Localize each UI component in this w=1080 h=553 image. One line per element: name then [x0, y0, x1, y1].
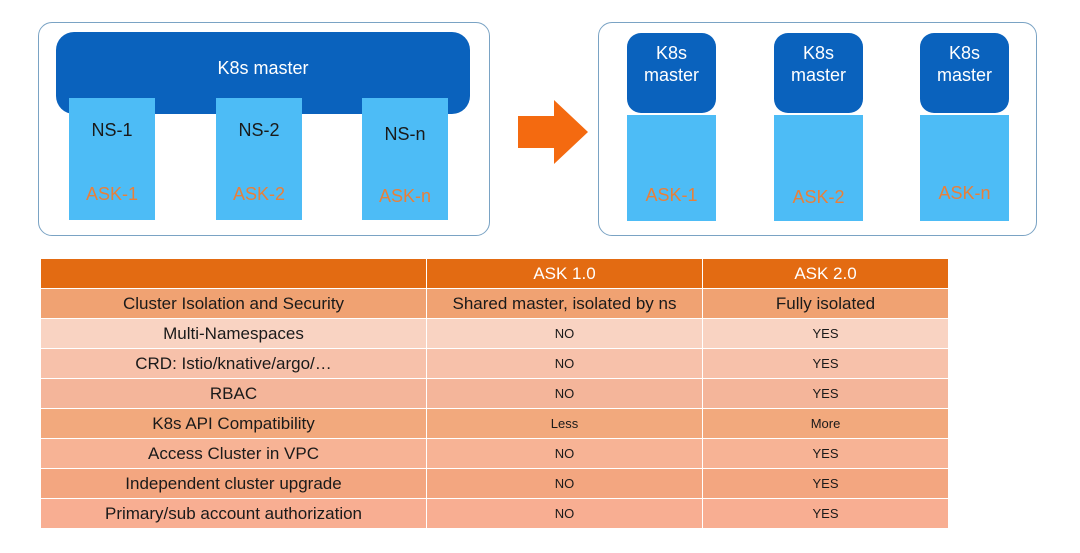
feature-cell: CRD: Istio/knative/argo/…: [40, 348, 427, 379]
master-label-line1: K8s: [655, 43, 688, 63]
ask-label: ASK-2: [792, 187, 845, 207]
namespace-label: NS-2: [238, 120, 280, 140]
table-row: Cluster Isolation and Security Shared ma…: [40, 288, 949, 319]
ask1-cell: NO: [426, 438, 703, 469]
ask2-cell: YES: [702, 438, 949, 469]
feature-cell: Cluster Isolation and Security: [40, 288, 427, 319]
ask1-cell: NO: [426, 378, 703, 409]
ask-label: ASK-2: [232, 184, 286, 204]
ask2-cell: More: [702, 408, 949, 439]
ask1-cell: NO: [426, 348, 703, 379]
ask1-cell: NO: [426, 318, 703, 349]
table-row: Access Cluster in VPC NO YES: [40, 438, 949, 469]
header-cell-feature: [40, 258, 427, 289]
table-row: CRD: Istio/knative/argo/… NO YES: [40, 348, 949, 379]
shared-master-label: K8s master: [217, 57, 309, 78]
k8s-master-box-1: K8s master: [627, 33, 716, 113]
ask-cluster-box-2: ASK-2: [774, 115, 863, 221]
k8s-master-box-3: K8s master: [920, 33, 1009, 113]
ask2-cell: YES: [702, 378, 949, 409]
ask-cluster-box-n: ASK-n: [920, 115, 1009, 221]
k8s-master-box-2: K8s master: [774, 33, 863, 113]
master-label-line2: master: [643, 65, 699, 85]
table-row: Independent cluster upgrade NO YES: [40, 468, 949, 499]
ask2-cell: YES: [702, 348, 949, 379]
ask1-cell: NO: [426, 468, 703, 499]
table-row: Multi-Namespaces NO YES: [40, 318, 949, 349]
ask1-cell: Less: [426, 408, 703, 439]
ask-label: ASK-n: [378, 186, 432, 206]
namespace-label: NS-1: [91, 120, 133, 140]
ask1-cell: Shared master, isolated by ns: [426, 288, 703, 319]
table-header-row: ASK 1.0 ASK 2.0: [40, 258, 949, 289]
feature-cell: Access Cluster in VPC: [40, 438, 427, 469]
feature-cell: RBAC: [40, 378, 427, 409]
header-cell-ask2: ASK 2.0: [702, 258, 949, 289]
master-label-line1: K8s: [802, 43, 835, 63]
header-cell-ask1: ASK 1.0: [426, 258, 703, 289]
ask2-cell: Fully isolated: [702, 288, 949, 319]
master-label-line1: K8s: [948, 43, 981, 63]
ask-cluster-box-1: ASK-1: [627, 115, 716, 221]
namespace-box-n: NS-n ASK-n: [362, 98, 448, 220]
feature-cell: Multi-Namespaces: [40, 318, 427, 349]
table-row: K8s API Compatibility Less More: [40, 408, 949, 439]
namespace-box-1: NS-1 ASK-1: [69, 98, 155, 220]
right-arrow-icon: [518, 100, 588, 164]
ask2-cell: YES: [702, 318, 949, 349]
namespace-label: NS-n: [384, 124, 426, 144]
feature-cell: Independent cluster upgrade: [40, 468, 427, 499]
namespace-box-2: NS-2 ASK-2: [216, 98, 302, 220]
ask-label: ASK-1: [85, 184, 139, 204]
table-row: RBAC NO YES: [40, 378, 949, 409]
table-row: Primary/sub account authorization NO YES: [40, 498, 949, 529]
ask2-cell: YES: [702, 498, 949, 529]
comparison-table: ASK 1.0 ASK 2.0 Cluster Isolation and Se…: [40, 258, 949, 529]
feature-cell: K8s API Compatibility: [40, 408, 427, 439]
master-label-line2: master: [790, 65, 846, 85]
ask2-cell: YES: [702, 468, 949, 499]
ask-label: ASK-n: [938, 183, 991, 203]
master-label-line2: master: [936, 65, 992, 85]
ask1-cell: NO: [426, 498, 703, 529]
ask-label: ASK-1: [645, 185, 698, 205]
feature-cell: Primary/sub account authorization: [40, 498, 427, 529]
